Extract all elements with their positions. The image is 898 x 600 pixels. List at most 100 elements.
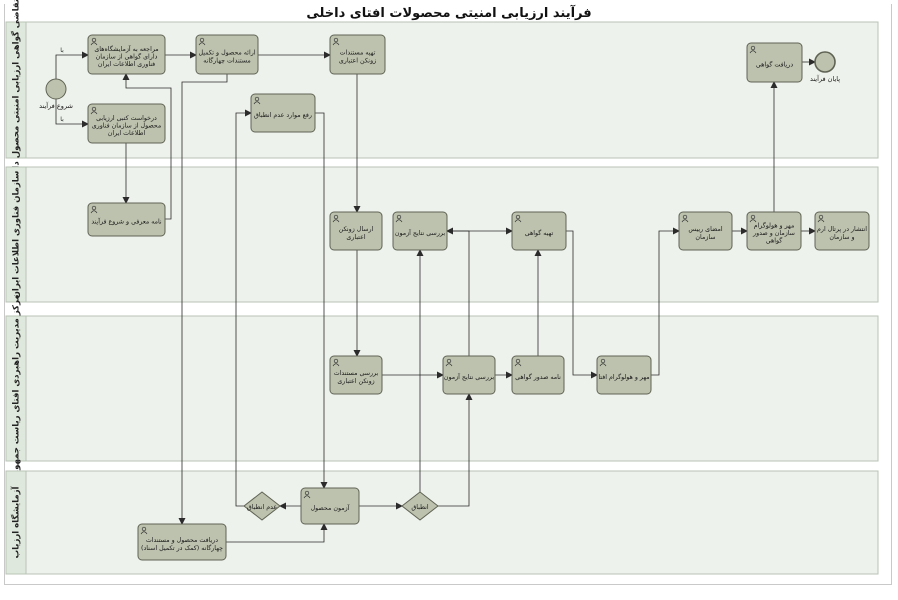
task-label: امضای رییس (688, 226, 722, 233)
task-label: گواهی (766, 237, 783, 245)
user-task-icon (445, 358, 453, 367)
task-label: فناوری اطلاعات ایران (98, 61, 155, 68)
task-label: بررسی نتایج آزمون (395, 228, 445, 237)
task-label: محصول از سازمان فناوری (92, 123, 162, 130)
task-label: نامه صدور گواهی (515, 373, 561, 381)
task-label: سازمان و صدور (752, 230, 795, 237)
swimlane-label-l4: آزمایشگاه ارزیاب (10, 485, 22, 558)
task-label: و سازمان (829, 234, 854, 241)
task-label: نامه معرفی و شروع فرآیند (91, 217, 162, 226)
task-label: اعتباری (346, 234, 365, 241)
task-label: دریافت محصول و مستندات (146, 537, 218, 544)
gateway-g1[interactable]: عدم انطباق (243, 491, 281, 521)
diagram-title: فرآیند ارزیابی امنیتی محصولات افتای داخل… (306, 6, 592, 21)
swimlane-l4: آزمایشگاه ارزیاب (5, 470, 879, 575)
swimlane-l1: متقاضی گواهی ارزیابی امنیتی محصول داخلی (5, 0, 879, 187)
flow-t5-t18 (315, 112, 328, 489)
swimlane-label-l2: سازمان فناوری اطلاعات ایران (12, 171, 22, 299)
user-task-icon (514, 214, 522, 223)
task-label: تهیه گواهی (525, 229, 554, 237)
gateway-label: عدم انطباق (247, 504, 278, 511)
task-label: دارای گواهی از سازمان (96, 53, 158, 61)
task-t10[interactable]: تهیه گواهی (511, 211, 567, 251)
flow-t3-t19 (178, 74, 228, 525)
end-event[interactable]: پایان فرآیند (810, 51, 840, 83)
task-label: زونکن اعتباری (337, 378, 374, 385)
event-label: پایان فرآیند (810, 74, 840, 83)
user-task-icon (749, 214, 757, 223)
task-label: اطلاعات ایران (108, 130, 146, 137)
flow-t7-t1 (122, 73, 172, 220)
task-label: سازمان (695, 234, 715, 241)
flow-start-t2 (55, 99, 89, 128)
flow-t10-t17 (566, 230, 598, 379)
flow-label-yes: با (60, 116, 64, 123)
task-label: تهیه مستندات (340, 50, 376, 57)
task-label: رفع موارد عدم انطباق (254, 112, 312, 119)
user-task-icon (332, 214, 340, 223)
gateway-g2[interactable]: انطباق (401, 491, 439, 521)
user-task-icon (253, 96, 261, 105)
flow-g1-t5 (235, 109, 252, 507)
flow-start-t1 (55, 51, 89, 79)
user-task-icon (681, 214, 689, 223)
flow-t19-t18 (226, 523, 328, 543)
task-label: آزمون محصول (311, 503, 350, 512)
task-t5[interactable]: رفع موارد عدم انطباق (250, 93, 316, 133)
user-task-icon (817, 214, 825, 223)
task-label: ارسال زونکن (339, 226, 374, 233)
task-label: زونکن اعتباری (339, 57, 376, 64)
swimlane-label-l1: متقاضی گواهی ارزیابی امنیتی محصول داخلی (11, 0, 22, 187)
flow-label-yes: با (60, 47, 64, 54)
user-task-icon (90, 37, 98, 46)
swimlane-l2: سازمان فناوری اطلاعات ایران (5, 166, 879, 303)
task-t7[interactable]: نامه معرفی و شروع فرآیند (87, 202, 166, 237)
user-task-icon (303, 490, 311, 499)
user-task-icon (332, 358, 340, 367)
user-task-icon (90, 205, 98, 214)
task-t9[interactable]: بررسی نتایج آزمون (392, 211, 448, 251)
task-label: دریافت گواهی (756, 61, 793, 69)
user-task-icon (514, 358, 522, 367)
flow-t17-t11 (651, 227, 680, 376)
task-label: انتشار در پرتال ارم (817, 226, 867, 233)
task-label: مراجعه به آزمایشگاه‌های (94, 44, 158, 53)
task-label: مهر و هولوگرام افتا (598, 373, 649, 381)
task-label: مستندات چهارگانه (203, 56, 251, 64)
task-label: مهر و هولوگرام (754, 221, 795, 229)
task-t17[interactable]: مهر و هولوگرام افتا (596, 355, 652, 395)
task-t18[interactable]: آزمون محصول (300, 487, 360, 525)
task-label: ارائه محصول و تکمیل (199, 50, 256, 57)
swimlane-label-l3: مرکز مدیریت راهبردی افتای ریاست جمهوری (12, 294, 22, 482)
event-label: شروع فرآیند (39, 101, 73, 110)
user-task-icon (90, 106, 98, 115)
user-task-icon (198, 37, 206, 46)
task-t6[interactable]: دریافت گواهی (746, 42, 803, 83)
task-t15[interactable]: بررسی نتایج آزمون (442, 355, 496, 395)
start-event[interactable]: شروع فرآیند (39, 78, 73, 110)
swimlane-l3: مرکز مدیریت راهبردی افتای ریاست جمهوری (5, 294, 879, 483)
flow-g2-t15 (438, 393, 473, 507)
page-border (4, 4, 892, 585)
user-task-icon (599, 358, 607, 367)
task-label: بررسی نتایج آزمون (444, 372, 494, 381)
task-label: بررسی مستندات (334, 370, 379, 377)
task-t16[interactable]: نامه صدور گواهی (511, 355, 565, 395)
task-label: درخواست کتبی ارزیابی (96, 115, 157, 122)
task-label: چهارگانه (کمک در تکمیل اسناد) (141, 544, 223, 552)
user-task-icon (140, 526, 148, 535)
user-task-icon (332, 37, 340, 46)
gateway-label: انطباق (411, 504, 429, 511)
user-task-icon (749, 45, 757, 54)
user-task-icon (395, 214, 403, 223)
